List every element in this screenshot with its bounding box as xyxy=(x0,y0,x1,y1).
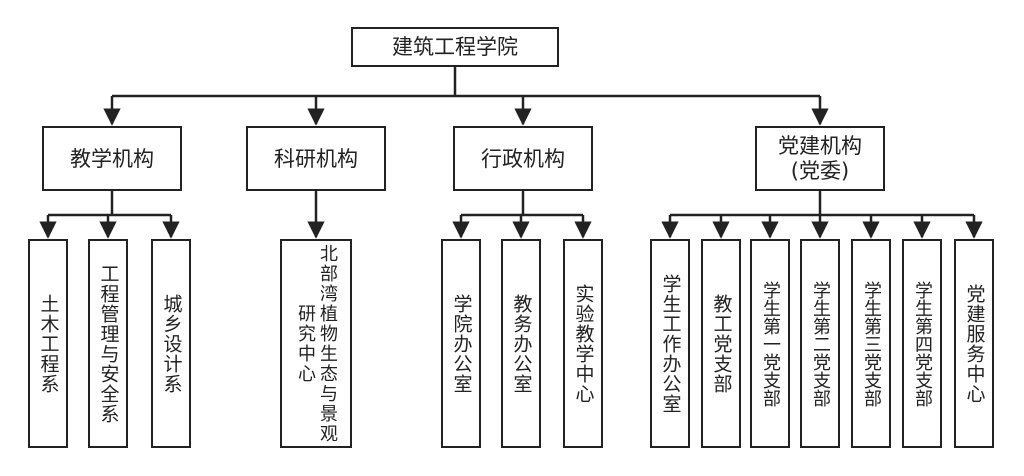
unit-college-office: 学院办公室 xyxy=(441,239,481,448)
unit-beibu-gulf-research-center: 北部湾植物生态与景观研究中心 xyxy=(280,239,352,448)
unit-student-branch-1: 学生第一党支部 xyxy=(750,239,790,448)
unit-faculty-party-branch: 教工党支部 xyxy=(701,239,741,448)
unit-student-affairs-office: 学生工作办公室 xyxy=(650,239,690,448)
unit-student-branch-4: 学生第四党支部 xyxy=(902,239,942,448)
category-teaching: 教学机构 xyxy=(42,126,182,191)
unit-academic-affairs-office: 教务办公室 xyxy=(501,239,541,448)
category-administration: 行政机构 xyxy=(453,126,593,191)
unit-student-branch-3: 学生第三党支部 xyxy=(851,239,891,448)
unit-civil-engineering: 土木工程系 xyxy=(28,239,68,448)
unit-student-branch-2: 学生第二党支部 xyxy=(800,239,840,448)
unit-experimental-teaching-center: 实验教学中心 xyxy=(563,239,603,448)
unit-party-service-center: 党建服务中心 xyxy=(954,239,994,448)
unit-engineering-management-safety: 工程管理与安全系 xyxy=(88,239,128,448)
category-research: 科研机构 xyxy=(246,126,386,191)
root-node: 建筑工程学院 xyxy=(351,27,559,67)
unit-urban-rural-design: 城乡设计系 xyxy=(151,239,191,448)
category-party: 党建机构 (党委) xyxy=(755,126,885,191)
